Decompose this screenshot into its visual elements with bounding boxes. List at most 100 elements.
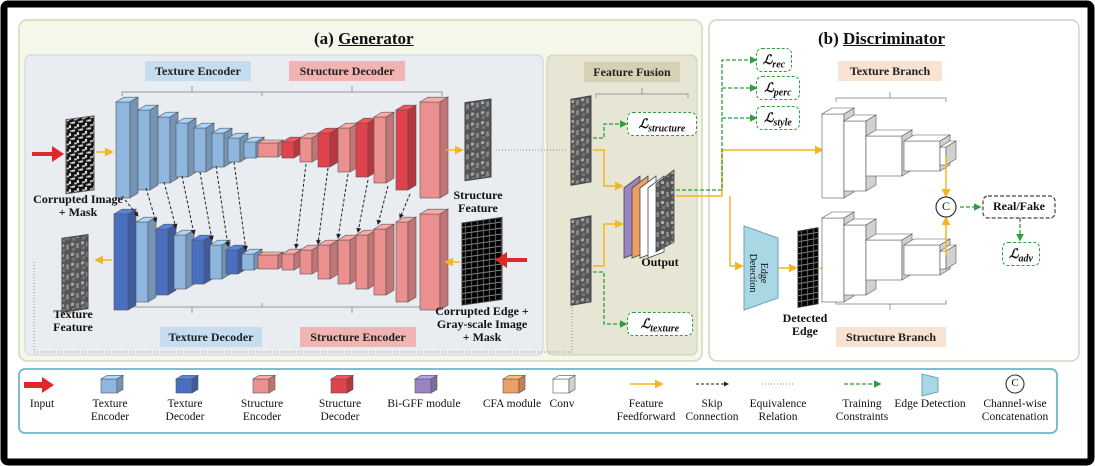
legend-label-input: Input bbox=[29, 398, 55, 410]
label-output: Output bbox=[641, 255, 679, 269]
legend-label-bigff: Bi-GFF module bbox=[387, 398, 461, 410]
loss-rec: ℒrec bbox=[756, 48, 792, 72]
legend-label-cfa: CFA module bbox=[482, 398, 542, 410]
legend-concat-symbol: C bbox=[1011, 377, 1019, 389]
legend-icons bbox=[24, 373, 1025, 397]
structure-decoder-block bbox=[336, 122, 360, 173]
structure-encoder-block bbox=[354, 229, 378, 290]
legend-label-edge-detection: Edge Detection bbox=[894, 398, 966, 410]
edge-detection-block bbox=[743, 225, 779, 311]
structure-decoder-block bbox=[298, 132, 322, 163]
input-arrow-image bbox=[32, 146, 64, 162]
texture-decoder-block bbox=[172, 229, 196, 290]
structure-encoder-block bbox=[298, 244, 322, 275]
texture-decoder-block bbox=[112, 208, 138, 311]
corrupted-image bbox=[65, 115, 95, 195]
structure-feature-map bbox=[464, 98, 492, 182]
legend-bigff-icon bbox=[413, 374, 439, 394]
legend-concat-icon bbox=[1005, 374, 1025, 394]
texture-encoder-block bbox=[192, 122, 216, 173]
legend-cfa-icon bbox=[501, 374, 527, 394]
tag-feature-fusion: Feature Fusion bbox=[584, 62, 680, 82]
label-corrupted-edge: Corrupted Edge +Gray-scale Image+ Mask bbox=[435, 304, 529, 344]
texture-decoder-block bbox=[134, 216, 158, 303]
fusion-panel bbox=[546, 54, 698, 356]
structure-branch-convs bbox=[820, 211, 958, 303]
structure-encoder-block bbox=[394, 216, 418, 303]
label-corrupted-image: Corrupted Image+ Mask bbox=[33, 192, 123, 219]
label-concat: C bbox=[941, 199, 950, 213]
concat-node bbox=[935, 196, 957, 218]
legend-conv-icon bbox=[551, 374, 577, 394]
fusion-texture-map bbox=[570, 215, 592, 306]
structure-decoder-block bbox=[418, 96, 450, 199]
generator-top-row bbox=[114, 96, 450, 199]
generator-title: (a) Generator bbox=[314, 29, 414, 48]
fusion-structure-map bbox=[570, 95, 592, 186]
structure-encoder-block bbox=[316, 239, 340, 280]
texture-branch-convs bbox=[820, 107, 958, 199]
tag-structure-branch: Structure Branch bbox=[836, 327, 946, 347]
legend-structure-decoder-icon bbox=[329, 374, 355, 394]
tag-texture-decoder: Texture Decoder bbox=[160, 327, 262, 347]
loss-texture: ℒtexture bbox=[627, 312, 693, 336]
structure-encoder-block bbox=[336, 234, 360, 285]
loss-structure: ℒstructure bbox=[627, 112, 697, 136]
label-edge-detection: Edge Detection bbox=[747, 253, 769, 293]
legend-texture-encoder-icon bbox=[99, 374, 125, 394]
bottleneck-block bbox=[256, 139, 285, 158]
skip-connection-arrow bbox=[356, 179, 369, 233]
tag-structure-decoder: Structure Decoder bbox=[289, 61, 405, 81]
texture-decoder-block bbox=[190, 234, 214, 285]
detected-edge-map bbox=[797, 227, 819, 308]
bottleneck-block bbox=[256, 251, 285, 270]
skip-connection-arrow bbox=[399, 193, 411, 219]
structure-decoder-block bbox=[394, 104, 418, 191]
skip-connection-arrow bbox=[376, 185, 389, 225]
skip-connection-arrow bbox=[336, 173, 349, 239]
input-arrow-edge bbox=[495, 252, 527, 268]
structure-encoder-block bbox=[280, 248, 304, 271]
loss-adv: ℒadv bbox=[1002, 242, 1040, 266]
skip-connection-arrow bbox=[163, 181, 178, 229]
brace-texture-branch bbox=[835, 92, 947, 102]
skip-connection-arrow bbox=[145, 187, 158, 223]
structure-encoder-block bbox=[372, 223, 396, 296]
texture-encoder-block bbox=[156, 111, 180, 184]
tag-texture-branch: Texture Branch bbox=[838, 61, 942, 81]
legend-label-conv: Conv bbox=[549, 398, 575, 410]
legend-edge-detection-icon bbox=[921, 373, 939, 397]
tag-structure-encoder: Structure Encoder bbox=[300, 327, 416, 347]
discriminator-title: (b) Discriminator bbox=[818, 29, 946, 48]
conv-block bbox=[938, 244, 958, 270]
loss-perc: ℒperc bbox=[756, 76, 800, 100]
skip-connection-arrow bbox=[215, 165, 230, 247]
brace-fusion bbox=[595, 88, 689, 98]
texture-encoder-block bbox=[114, 96, 140, 199]
texture-feature-map bbox=[61, 234, 89, 313]
output-stack bbox=[623, 169, 675, 259]
legend-input-icon bbox=[24, 377, 54, 393]
skip-connections bbox=[121, 161, 411, 251]
legend-texture-decoder-icon bbox=[174, 374, 200, 394]
structure-encoder-block bbox=[418, 208, 450, 311]
real-fake-box bbox=[982, 195, 1056, 219]
texture-decoder-block bbox=[154, 223, 178, 296]
skip-connection-arrow bbox=[316, 167, 329, 245]
legend-panel bbox=[18, 368, 1058, 434]
brace-structure-decoder bbox=[261, 86, 443, 96]
